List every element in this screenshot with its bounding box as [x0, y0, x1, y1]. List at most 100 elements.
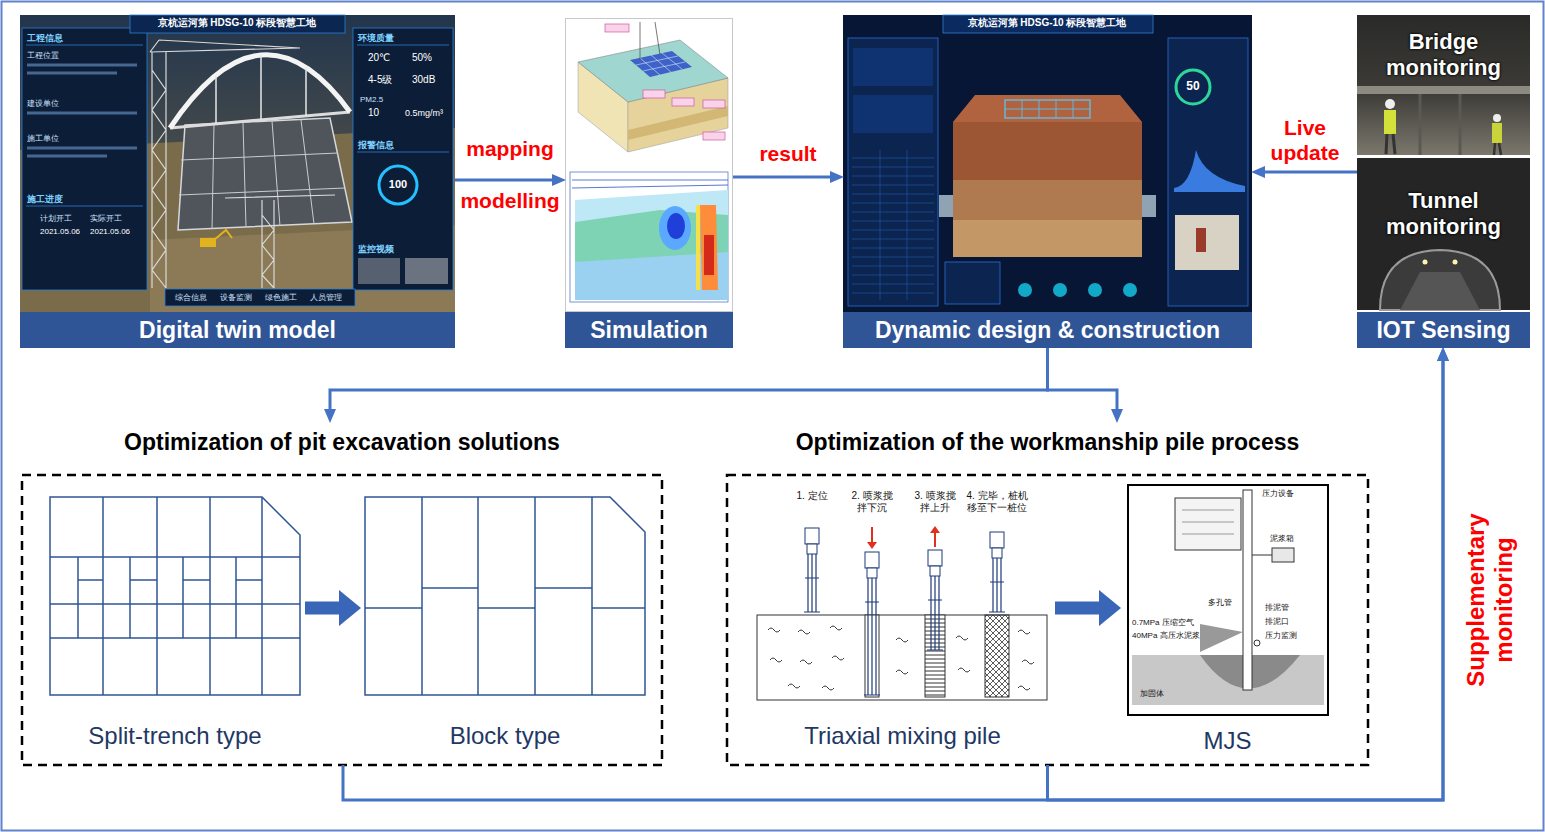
simulation-figure	[640, 22, 660, 60]
image-panel: Dynamic design & construction	[843, 15, 1252, 348]
label-anchor: 施工进度	[27, 194, 63, 204]
dynamic-platform-screenshot	[1005, 100, 1090, 118]
pile-rig	[1018, 686, 1030, 690]
photo-panel: Bridge monitoring	[1357, 15, 1530, 155]
triaxial-pile-figure	[757, 615, 1047, 700]
step-label: 4. 完毕，桩机移至下一桩位	[965, 490, 1029, 513]
triaxial-pile-figure	[757, 526, 1047, 700]
step-label: 1. 定位	[796, 490, 827, 502]
screen-text: 2021.05.06	[40, 227, 80, 236]
screen-text: 100	[389, 178, 407, 191]
split-trench-plan	[50, 497, 300, 695]
dynamic-platform-screenshot	[953, 95, 1142, 122]
screen-text: 实际开工	[90, 214, 122, 223]
screen-text: 0.5mg/m³	[405, 108, 443, 118]
dashed-frame	[727, 475, 1368, 765]
pile-rig	[1018, 630, 1030, 634]
digital-twin-screenshot	[216, 55, 306, 124]
label-anchor: 工程信息	[27, 33, 63, 43]
label-anchor: 人员管理	[310, 293, 342, 302]
step-label: 3. 喷浆搅拌上升	[912, 490, 958, 513]
table-rows	[852, 221, 934, 222]
digital-twin-screenshot	[225, 195, 335, 288]
simulation-figure	[700, 205, 718, 290]
step-label: 2. 喷浆搅拌下沉	[849, 490, 895, 513]
label-anchor: 排泥口	[1265, 617, 1289, 626]
arrow-label: modelling	[460, 189, 559, 213]
digital-twin-screenshot	[150, 40, 300, 288]
block-plan	[422, 497, 592, 695]
tunnel-photo	[1380, 250, 1500, 310]
digital-twin-screenshot	[178, 118, 352, 230]
label-anchor: 1. 定位	[796, 490, 827, 502]
pile-rig	[925, 655, 945, 656]
simulation-figure	[566, 19, 733, 312]
mjs-figure	[1128, 485, 1328, 715]
pile-rig	[930, 566, 940, 576]
pile-rig	[788, 684, 800, 688]
pile-rig	[768, 526, 1034, 697]
bridge-photo	[1386, 134, 1395, 154]
part-label: 排泥管	[1265, 603, 1289, 612]
pile-rig	[925, 675, 945, 676]
pile-rig	[804, 554, 820, 612]
pile-rig	[925, 691, 945, 692]
label-anchor: 2021.05.06	[90, 227, 130, 236]
pile-rig	[925, 663, 945, 664]
label-anchor: 50	[1186, 80, 1199, 94]
edge-label: result	[759, 141, 816, 166]
label-anchor: 0.5mg/m³	[405, 108, 443, 118]
simulation-figure	[643, 90, 665, 98]
screen-text: 建设单位	[27, 99, 59, 108]
simulation-figure	[667, 213, 685, 239]
label-anchor: 绿色施工	[265, 293, 297, 302]
label-anchor: 0.7MPa 压缩空气	[1132, 618, 1194, 627]
photo-caption: Bridge monitoring	[1357, 29, 1530, 81]
pile-rig	[927, 550, 943, 650]
table-rows	[852, 203, 934, 204]
bridge-photo	[1493, 114, 1501, 122]
table-rows	[852, 167, 934, 168]
dynamic-platform-screenshot	[1018, 283, 1032, 297]
label-anchor: result	[759, 141, 816, 166]
panel-label: Dynamic design & construction	[843, 312, 1252, 348]
simulation-figure	[696, 205, 700, 290]
label-anchor: 40MPa 高压水泥浆	[1132, 631, 1200, 640]
screen-text: 4-5级	[368, 74, 392, 86]
screen-text: 2021.05.06	[90, 227, 130, 236]
screen-text: 施工单位	[27, 134, 59, 143]
split-trench-plan	[50, 497, 300, 695]
simulation-figure	[659, 206, 691, 250]
part-label: 40MPa 高压水泥浆	[1132, 631, 1200, 640]
label-anchor: 30dB	[412, 74, 435, 86]
label-anchor: 建设单位	[27, 99, 59, 108]
screen-text: 设备监测	[220, 293, 252, 302]
label-anchor: 京杭运河第 HDSG-10 标段智慧工地	[968, 17, 1127, 29]
simulation-figure	[566, 19, 733, 312]
dashed-group: Optimization of the workmanship pile pro…	[727, 422, 1368, 765]
part-label: 泥浆箱	[1270, 534, 1294, 543]
label-anchor: 20℃	[368, 52, 390, 64]
pile-rig	[925, 667, 945, 668]
screen-text: 人员管理	[310, 293, 342, 302]
screen-text: 环境质量	[358, 33, 394, 43]
digital-twin-screenshot	[357, 45, 449, 152]
flow-arrow	[455, 179, 552, 182]
label-anchor: 50%	[412, 52, 432, 64]
figure-box: Triaxial mixing pile	[750, 485, 1055, 750]
connectors	[305, 172, 1443, 800]
label-anchor: Live update	[1259, 115, 1351, 165]
screen-text: 综合信息	[175, 293, 207, 302]
table-rows	[852, 230, 934, 231]
simulation-figure	[575, 190, 728, 300]
mjs-figure	[1272, 548, 1294, 562]
pile-rig	[830, 626, 842, 630]
label-anchor: 多孔管	[1208, 598, 1232, 607]
digital-twin-screenshot	[353, 28, 453, 290]
figure-box: Block type	[360, 495, 650, 750]
label-anchor: modelling	[460, 189, 559, 213]
pile-rig	[992, 548, 1002, 558]
pile-rig	[989, 532, 1005, 612]
pile-rig	[925, 695, 945, 696]
